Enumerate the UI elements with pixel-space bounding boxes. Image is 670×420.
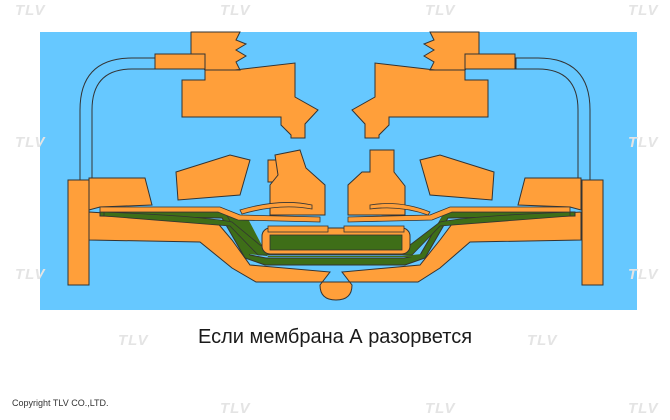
watermark-12: TLV — [425, 400, 456, 417]
watermark-8: TLV — [628, 266, 659, 283]
watermark-11: TLV — [220, 400, 251, 417]
watermark-1: TLV — [15, 2, 46, 19]
chamber-left-lip — [267, 225, 329, 233]
diaphragm-body — [103, 211, 571, 256]
watermark-7: TLV — [15, 266, 46, 283]
copyright-notice: Copyright TLV CO.,LTD. — [12, 398, 109, 408]
watermark-13: TLV — [628, 400, 659, 417]
watermark-5: TLV — [15, 134, 46, 151]
right-tube-fitting — [464, 53, 516, 70]
diaphragm-a — [99, 211, 576, 266]
right-center-post — [347, 149, 406, 216]
watermark-3: TLV — [425, 2, 456, 19]
right-outer-block — [517, 177, 582, 211]
left-pressure-plate — [99, 206, 321, 223]
watermark-10: TLV — [527, 332, 558, 349]
watermark-4: TLV — [628, 2, 659, 19]
right-sensing-tube — [515, 57, 591, 191]
left-side-wall — [67, 179, 90, 286]
diagram-caption: Если мембрана А разорвется — [197, 326, 473, 348]
right-upper-body — [351, 31, 489, 139]
left-deflected-disc — [239, 202, 313, 215]
right-side-wall — [581, 179, 604, 286]
watermark-6: TLV — [628, 134, 659, 151]
left-center-post — [269, 149, 326, 216]
lower-housing — [88, 211, 582, 301]
right-pressure-plate — [347, 206, 571, 223]
left-wedge-block — [175, 154, 251, 201]
right-wedge-block — [419, 154, 495, 201]
left-tube-fitting — [154, 53, 206, 70]
watermark-9: TLV — [118, 332, 149, 349]
watermark-2: TLV — [220, 2, 251, 19]
chamber-right-lip — [343, 225, 405, 233]
left-upper-body — [181, 31, 319, 139]
inner-chamber — [269, 234, 403, 251]
left-outer-block — [88, 177, 153, 211]
fluid-panel — [40, 32, 637, 310]
right-deflected-disc — [369, 203, 431, 216]
